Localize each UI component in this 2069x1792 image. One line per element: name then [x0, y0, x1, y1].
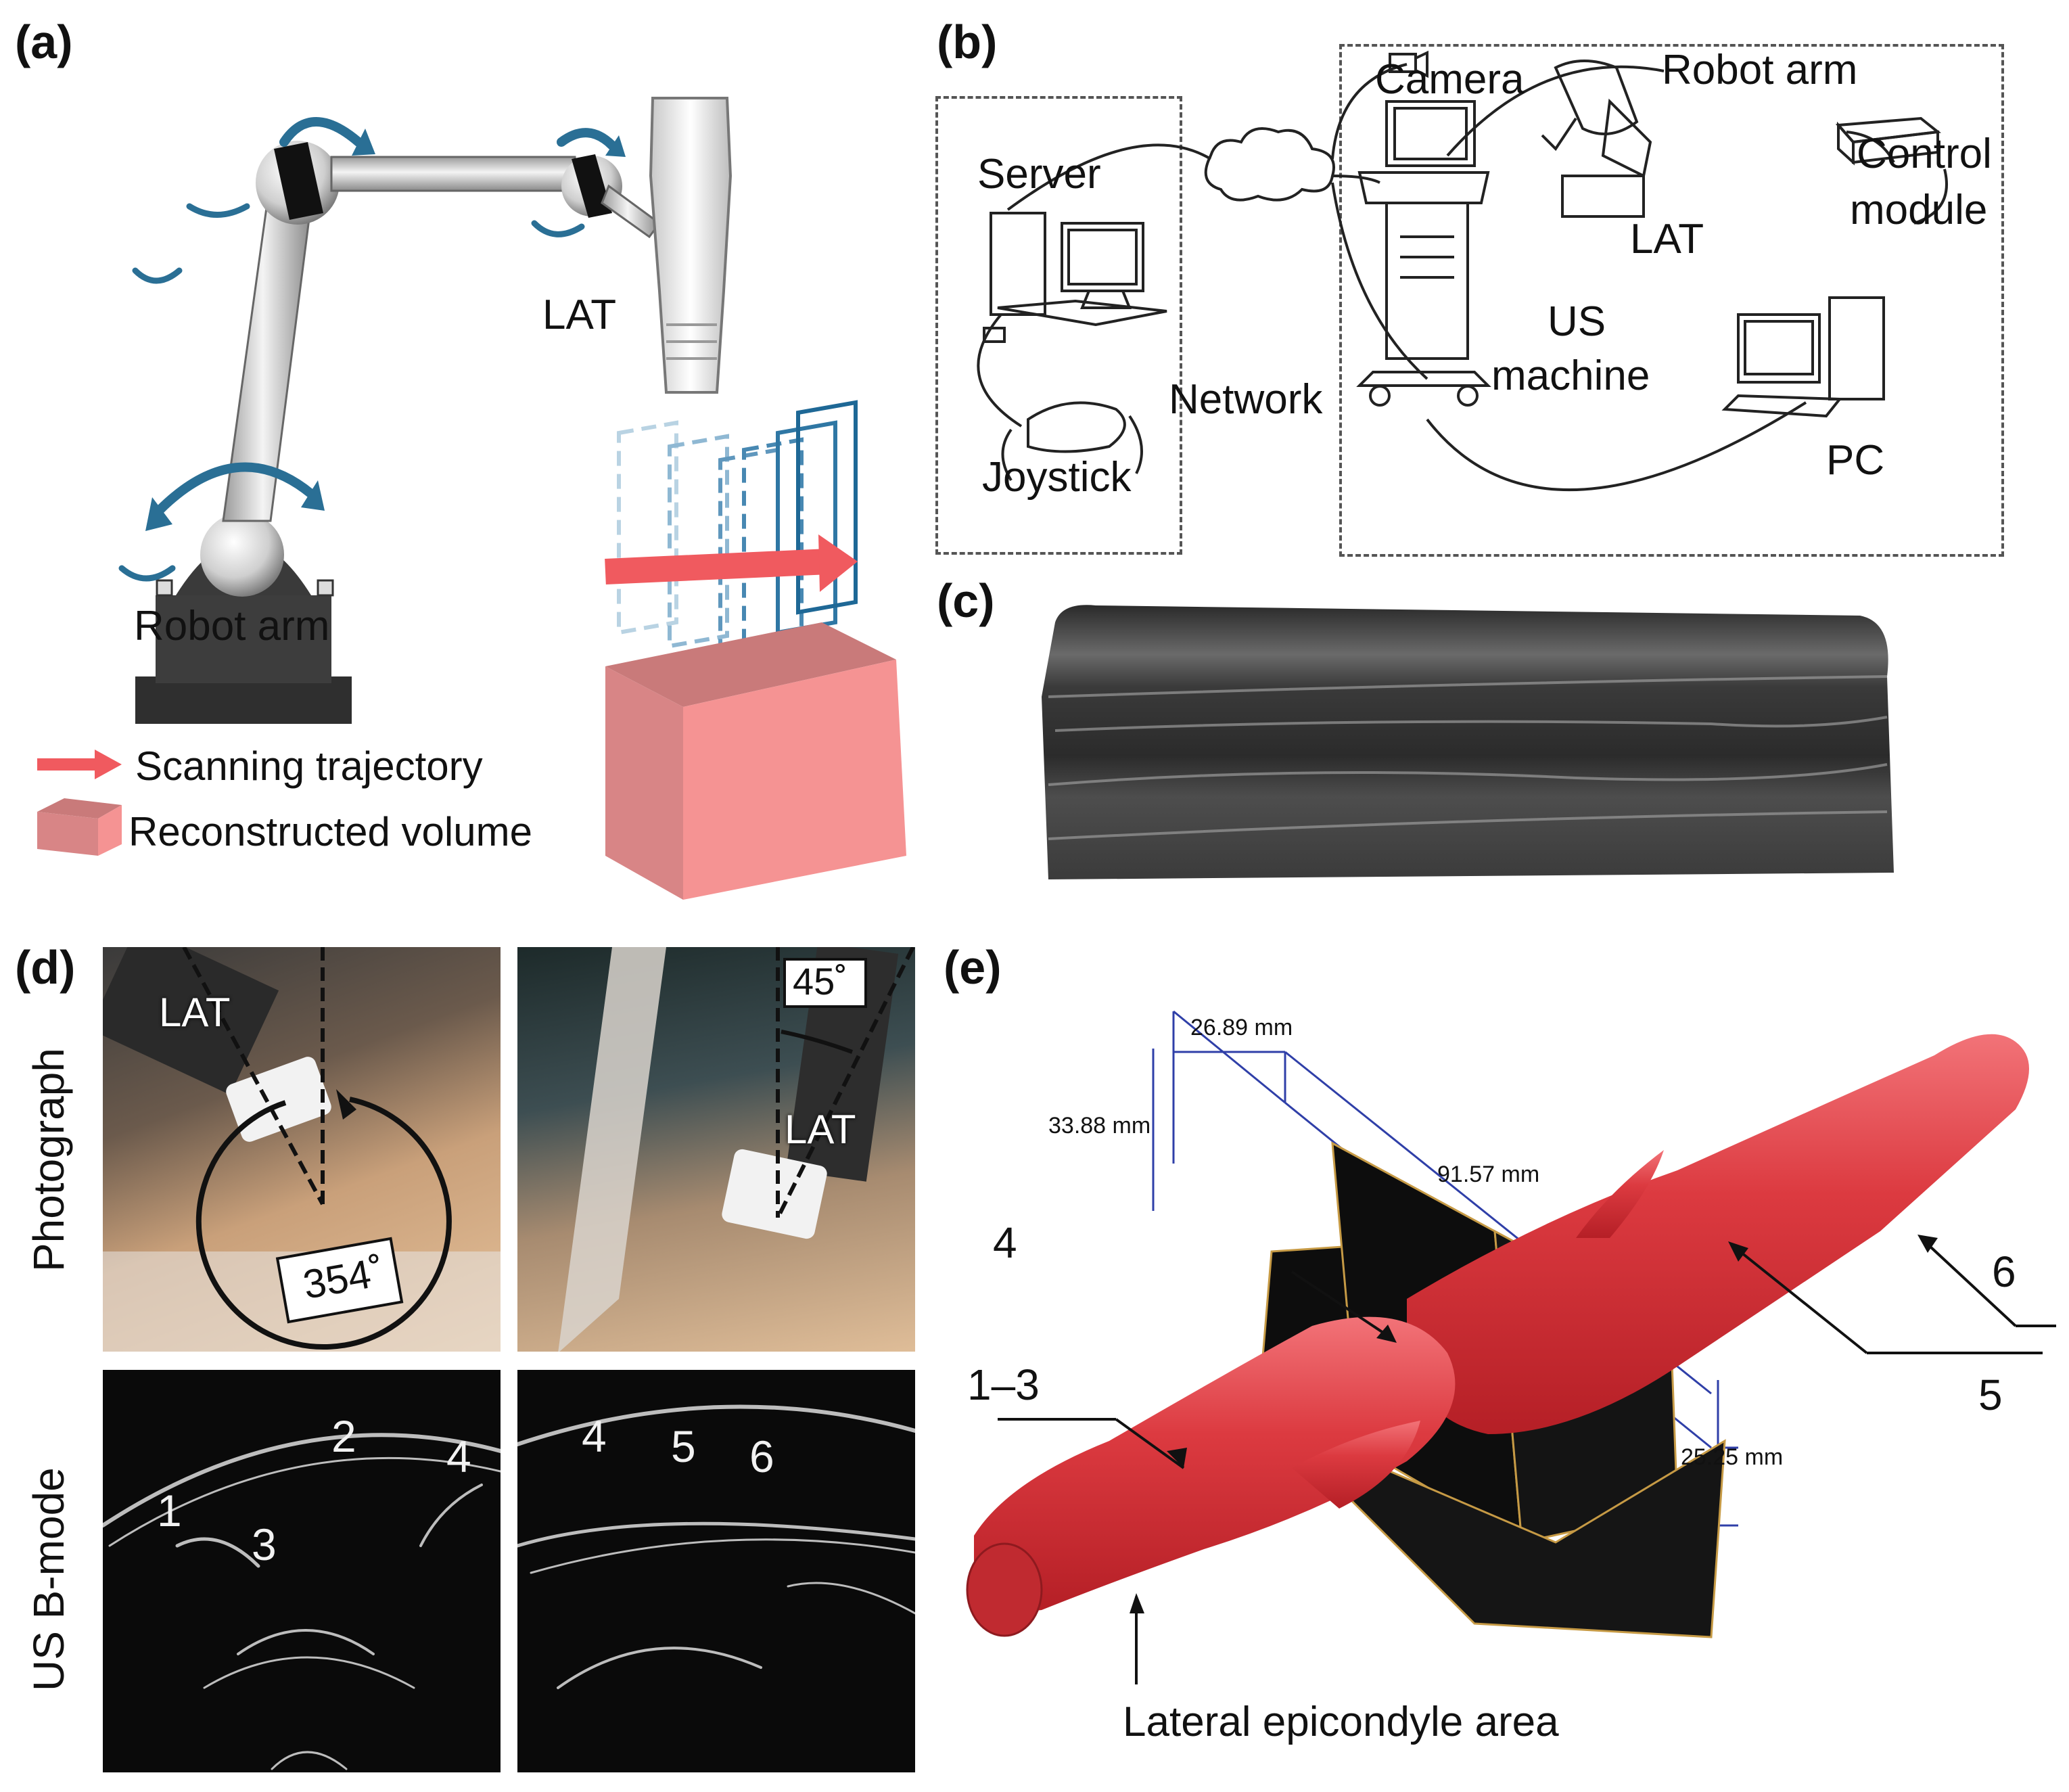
bmode-left-num-1: 1 [157, 1486, 182, 1536]
row-label-bmode: US B-mode [24, 1467, 73, 1691]
bmode-left-num-2: 2 [331, 1411, 356, 1461]
bmode-right-echoes [517, 1404, 915, 1689]
photo-right [517, 947, 915, 1352]
us-machine-label-1: US [1548, 298, 1606, 345]
bmode-left [103, 1370, 501, 1772]
label-1-3-e: 1–3 [967, 1360, 1040, 1409]
dim-width-label: 26.89 mm [1190, 1015, 1293, 1040]
lat-label-photo-right: LAT [785, 1107, 856, 1152]
us-machine-label-2: machine [1491, 352, 1650, 399]
lat-label-b: LAT [1630, 216, 1704, 262]
robot-side-box [1339, 44, 2004, 557]
legend-trajectory-label: Scanning trajectory [135, 743, 483, 789]
system-diagram [977, 50, 1948, 492]
label-4-e: 4 [993, 1218, 1017, 1267]
muscle-3d-model [966, 1010, 2056, 1684]
lat-label-photo-left: LAT [159, 990, 231, 1035]
bmode-right-num-4: 4 [582, 1411, 607, 1461]
bmode-right [517, 1370, 915, 1772]
client-side-box [935, 96, 1182, 555]
label-5-e: 5 [1978, 1371, 2003, 1419]
dim-length-label: 91.57 mm [1437, 1162, 1540, 1187]
bmode-left-echoes [103, 1433, 501, 1770]
row-label-photograph: Photograph [24, 1048, 73, 1272]
label-6-e: 6 [1992, 1247, 2016, 1296]
camera-label: Camera [1375, 56, 1525, 103]
server-label: Server [977, 151, 1101, 198]
dim-depth-label: 25.25 mm [1681, 1444, 1784, 1470]
robot-arm-label-b: Robot arm [1662, 47, 1858, 93]
lateral-epicondyle-label: Lateral epicondyle area [1123, 1699, 1559, 1745]
bmode-right-num-5: 5 [671, 1421, 696, 1471]
angle-45-label: 45˚ [793, 960, 847, 1003]
bmode-left-num-3: 3 [252, 1519, 277, 1569]
bmode-left-num-4: 4 [446, 1431, 471, 1481]
panel-b-letter: (b) [937, 16, 998, 68]
photo-left-overlay [103, 947, 501, 1352]
panel-e-letter: (e) [944, 941, 1002, 994]
joystick-label: Joystick [982, 454, 1132, 501]
robot-arm-illustration [37, 97, 906, 900]
panel-a-letter: (a) [15, 16, 73, 68]
legend-volume-label: Reconstructed volume [129, 809, 532, 854]
lat-label-a: LAT [542, 292, 617, 338]
control-module-label-1: Control [1857, 131, 1992, 177]
photo-right-overlay [558, 947, 915, 1352]
network-label: Network [1169, 376, 1323, 423]
panel-d-letter: (d) [15, 941, 76, 994]
reconstructed-volume-render [1042, 605, 1894, 879]
panel-c-letter: (c) [937, 574, 995, 627]
control-module-label-2: module [1850, 187, 1988, 233]
bmode-right-num-6: 6 [749, 1431, 774, 1481]
pc-label: PC [1826, 437, 1885, 484]
photo-left [103, 947, 501, 1352]
dim-height-label: 33.88 mm [1048, 1113, 1151, 1139]
robot-arm-label-a: Robot arm [134, 603, 330, 649]
